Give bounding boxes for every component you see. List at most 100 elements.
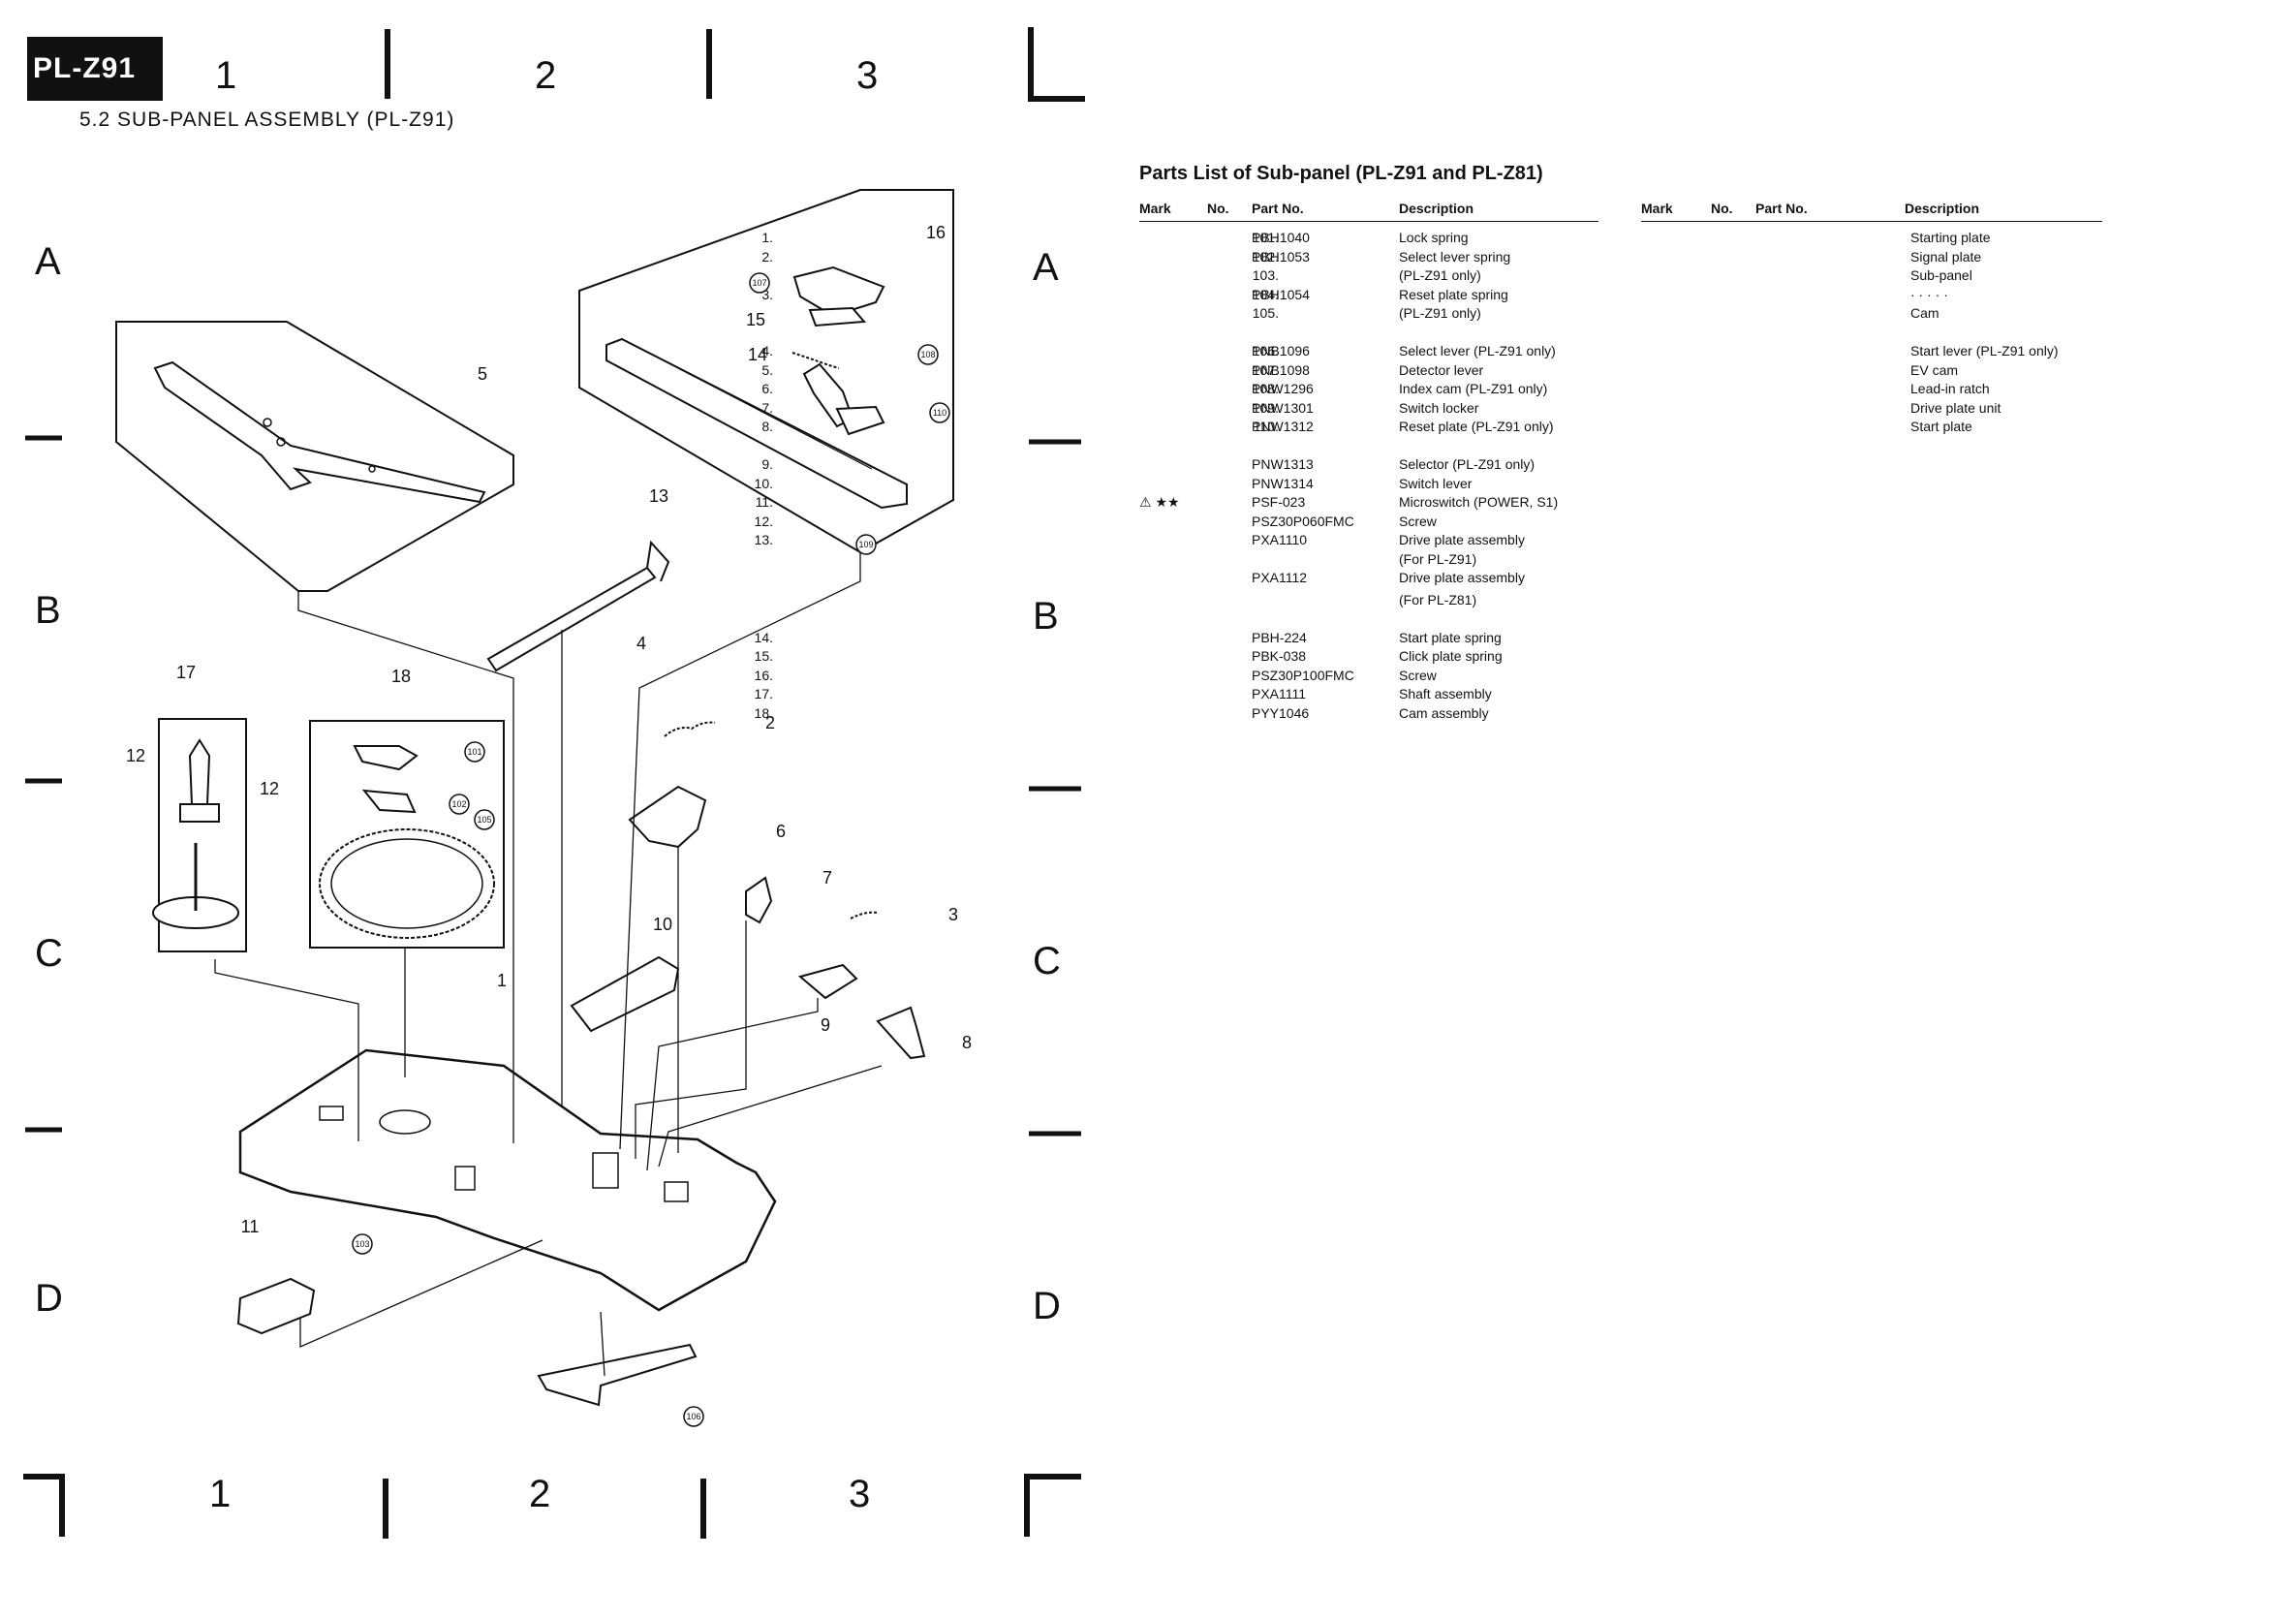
no-cell: 8. [761,419,773,434]
detector-lever-part [153,360,486,504]
description-cell: Cam [1910,305,1939,321]
no-cell: 107. [1252,361,1279,378]
col-header-no: No. [1711,201,1733,216]
grid-row-a-left: A [35,240,61,283]
callout-12b: 12 [260,779,279,798]
reset-plate-part [876,1006,926,1060]
part-no-cell: PBH1053 [1252,248,1310,265]
part-no-cell: PXA1110 [1252,532,1308,547]
model-badge: PL-Z91 [27,37,163,101]
col-header-mark: Mark [1139,201,1171,216]
description-cell: · · · · · [1910,286,1948,302]
description-cell: (For PL-Z91) [1399,550,1477,567]
no-cell: 105. [1252,305,1279,321]
header-rule [1641,221,2102,222]
description-cell: Click plate spring [1399,648,1503,664]
description-cell: Signal plate [1910,248,1982,265]
description-cell: Select lever spring [1399,248,1511,265]
callout-1: 1 [497,971,507,990]
part-no-cell: PBH1040 [1252,230,1310,245]
description-cell: (For PL-Z81) [1399,591,1477,608]
no-cell: 1. [761,230,773,245]
switch-lever-part [570,955,680,1033]
no-cell: 10. [754,475,773,491]
callout-11: 11 [241,1217,260,1236]
no-cell: 102. [1252,248,1279,265]
circled-callout-106: 106 [686,1412,700,1421]
grid-row-c-left: C [35,932,63,975]
circled-callout-109: 109 [858,540,873,549]
col-header-description: Description [1399,201,1474,216]
box-shaft-assembly [158,718,247,952]
index-cam-part [628,785,707,849]
box-drive-plate [578,189,954,554]
description-cell: Cam assembly [1399,704,1489,721]
callout-8: 8 [962,1033,972,1052]
col-header-mark: Mark [1641,201,1673,216]
part-no-cell: PNW1301 [1252,399,1314,416]
callout-14: 14 [748,345,767,364]
part-no-cell: PXA1112 [1252,570,1308,585]
no-cell: 109. [1252,399,1279,416]
callout-9: 9 [821,1015,830,1035]
no-cell: 12. [754,513,773,529]
callout-4: 4 [636,634,646,653]
callout-18: 18 [391,667,411,686]
description-cell: Start lever (PL-Z91 only) [1910,343,2059,358]
description-cell: Detector lever [1399,361,1484,378]
no-cell: 4. [761,343,773,358]
description-cell: Selector (PL-Z91 only) [1399,456,1536,472]
callout-17: 17 [176,663,196,682]
no-cell: 7. [761,399,773,416]
exploded-view-diagram: 1 2 3 4 5 6 7 8 9 10 11 12 12 13 14 15 1… [23,27,1085,1539]
no-cell: 18. [754,704,773,721]
no-cell: 15. [754,648,773,664]
circled-callout-102: 102 [451,799,466,809]
no-cell: 101. [1252,230,1279,245]
callout-5: 5 [478,364,487,384]
section-title: 5.2 SUB-PANEL ASSEMBLY (PL-Z91) [79,109,455,131]
circled-callout-110: 110 [933,408,946,418]
part-no-cell: PSZ30P060FMC [1252,513,1354,529]
no-cell: 104. [1252,286,1279,302]
grid-row-b-left: B [35,589,61,632]
no-cell: 5. [761,361,773,378]
grid-row-b-right: B [1033,595,1059,638]
no-cell: 6. [761,381,773,396]
no-cell: 16. [754,667,773,683]
description-cell: Drive plate unit [1910,399,2001,416]
select-lever-spring-part [664,721,716,737]
description-cell: EV cam [1910,361,1959,378]
description-cell: Reset plate spring [1399,286,1508,302]
part-no-cell: PXA1111 [1252,686,1307,701]
selector-part [797,963,858,1000]
shaft-part [188,738,211,805]
description-cell: Drive plate assembly [1399,570,1525,585]
part-no-cell: PBH-224 [1252,629,1307,645]
microswitch-part [236,1277,316,1335]
no-cell: 106. [1252,343,1279,358]
description-cell: Index cam (PL-Z91 only) [1399,381,1548,396]
cam-gear-part [319,828,495,939]
description-cell: Select lever (PL-Z91 only) [1399,343,1556,358]
part-no-cell: PYY1046 [1252,704,1310,721]
no-cell: 9. [761,456,773,472]
no-cell: 108. [1252,381,1279,396]
part-no-cell: PNB1098 [1252,361,1310,378]
description-cell: Sub-panel [1910,267,1972,283]
part-no-cell: PNW1314 [1252,475,1314,491]
sub-panel-part [238,1048,777,1312]
model-label: PL-Z91 [33,52,137,84]
callout-6: 6 [776,822,786,841]
part-no-cell: PBH1054 [1252,286,1310,302]
no-cell: 14. [754,629,773,645]
circled-callout-107: 107 [752,278,766,288]
description-cell: Drive plate assembly [1399,532,1525,547]
description-cell: Start plate [1910,419,1972,434]
mark-cell: ⚠ ★★ [1139,494,1180,510]
no-cell: 11. [755,494,773,510]
callout-3: 3 [948,905,958,924]
callout-12a: 12 [126,746,145,765]
no-cell: 2. [761,248,773,265]
switch-locker-part [745,876,773,924]
